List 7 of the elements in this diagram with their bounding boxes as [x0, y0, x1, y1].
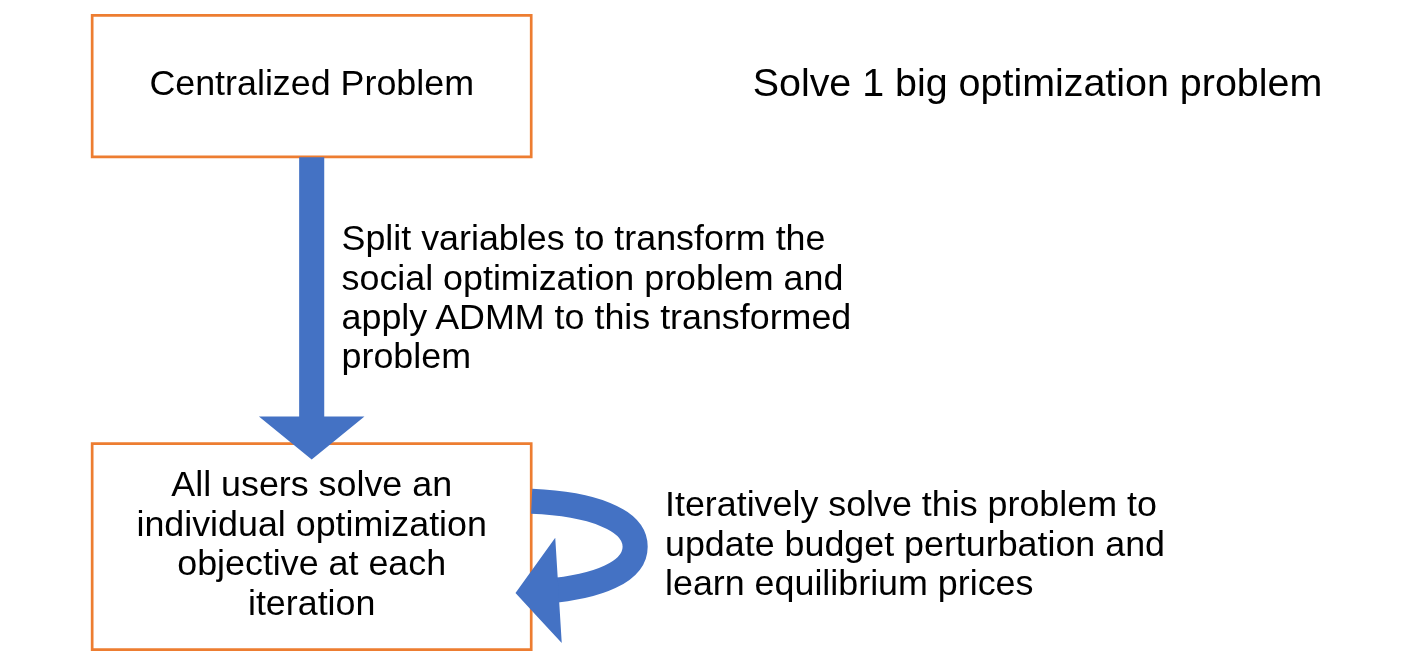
arrow: [515, 488, 648, 643]
edge-label: Iteratively solve this problem to update budget perturbation and learn equilibrium prices: [665, 484, 1166, 604]
node-box: Centralized Problem: [90, 13, 533, 159]
node-box: All users solve an individual optimization objective at each iteration: [90, 442, 533, 652]
arrow: [258, 157, 365, 460]
label: Solve 1 big optimization problem: [752, 60, 1323, 105]
edge-label: Split variables to transform the social optimization problem and apply ADMM to this transformed problem: [341, 218, 852, 377]
